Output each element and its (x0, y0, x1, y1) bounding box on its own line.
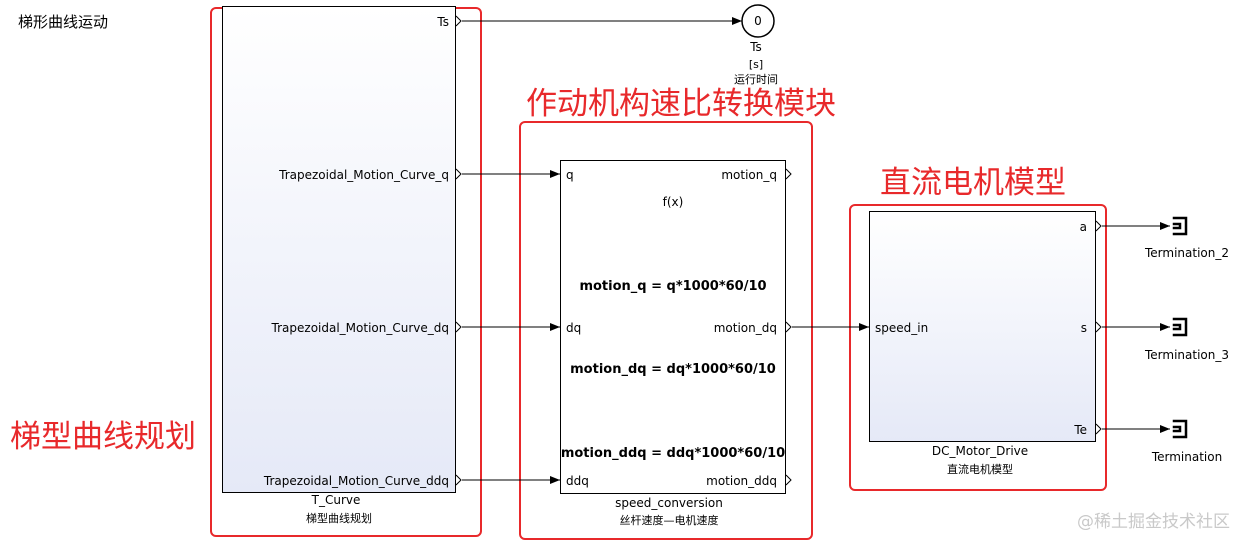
input-port-q: q (566, 168, 574, 182)
t-curve-caption: 梯型曲线规划 (306, 512, 372, 525)
port-chevron (785, 474, 792, 486)
output-port-q: Trapezoidal_Motion_Curve_q (279, 168, 449, 182)
output-port-dq: Trapezoidal_Motion_Curve_dq (271, 321, 449, 335)
equation-motion-ddq: motion_ddq = ddq*1000*60/10 (560, 446, 786, 461)
watermark: @稀土掘金技术社区 (1077, 512, 1230, 532)
output-port-s: s (1080, 321, 1087, 335)
output-port-ts: Ts (437, 15, 449, 29)
port-chevron (455, 321, 462, 333)
output-port-motion-ddq: motion_ddq (706, 474, 777, 488)
region-box-motor (849, 204, 1107, 491)
output-port-motion-dq: motion_dq (713, 321, 777, 335)
display-name: Ts (750, 40, 762, 54)
terminator-icon[interactable] (1172, 317, 1188, 337)
output-port-a: a (1079, 220, 1087, 234)
region-label-motor: 直流电机模型 (880, 165, 1066, 201)
output-port-motion-q: motion_q (721, 168, 777, 182)
region-box-conversion (519, 121, 813, 540)
equation-motion-dq: motion_dq = dq*1000*60/10 (570, 362, 776, 377)
t-curve-name: T_Curve (311, 493, 361, 507)
terminator-icon[interactable] (1172, 216, 1188, 236)
t-curve-block[interactable]: Ts Trapezoidal_Motion_Curve_q Trapezoida… (222, 6, 456, 493)
terminator-icon[interactable] (1172, 419, 1188, 439)
terminator-label: Termination_2 (1145, 246, 1229, 260)
speed-conversion-caption: 丝杆速度—电机速度 (619, 514, 719, 527)
diagram-title: 梯形曲线运动 (18, 13, 109, 31)
output-port-ddq: Trapezoidal_Motion_Curve_ddq (263, 474, 449, 488)
port-chevron (1095, 220, 1102, 232)
dc-motor-caption: 直流电机模型 (947, 463, 1013, 476)
input-port-ddq: ddq (566, 474, 589, 488)
display-value: 0 (754, 14, 762, 28)
fx-label: f(x) (662, 195, 684, 209)
display-unit: [s] (748, 58, 764, 71)
dc-motor-name: DC_Motor_Drive (931, 444, 1029, 458)
terminator-label: Termination_3 (1145, 348, 1229, 362)
display-block[interactable] (741, 4, 775, 38)
region-label-conversion: 作动机构速比转换模块 (526, 86, 836, 122)
port-chevron (785, 321, 792, 333)
input-port-dq: dq (566, 321, 582, 335)
region-label-trajectory: 梯型曲线规划 (10, 419, 196, 455)
port-chevron (455, 168, 462, 180)
port-chevron (455, 15, 462, 27)
dc-motor-block[interactable]: speed_in a s Te (869, 211, 1096, 442)
port-chevron (455, 474, 462, 486)
port-chevron (1095, 423, 1102, 435)
equation-motion-q: motion_q = q*1000*60/10 (579, 279, 767, 294)
speed-conversion-block[interactable]: q dq ddq motion_q motion_dq motion_ddq f… (560, 160, 786, 494)
terminator-label: Termination (1151, 450, 1223, 464)
port-chevron (1095, 321, 1102, 333)
speed-conversion-name: speed_conversion (615, 496, 723, 510)
input-port-speed-in: speed_in (875, 321, 929, 335)
port-chevron (785, 168, 792, 180)
display-caption: 运行时间 (734, 73, 778, 86)
output-port-te: Te (1074, 423, 1087, 437)
